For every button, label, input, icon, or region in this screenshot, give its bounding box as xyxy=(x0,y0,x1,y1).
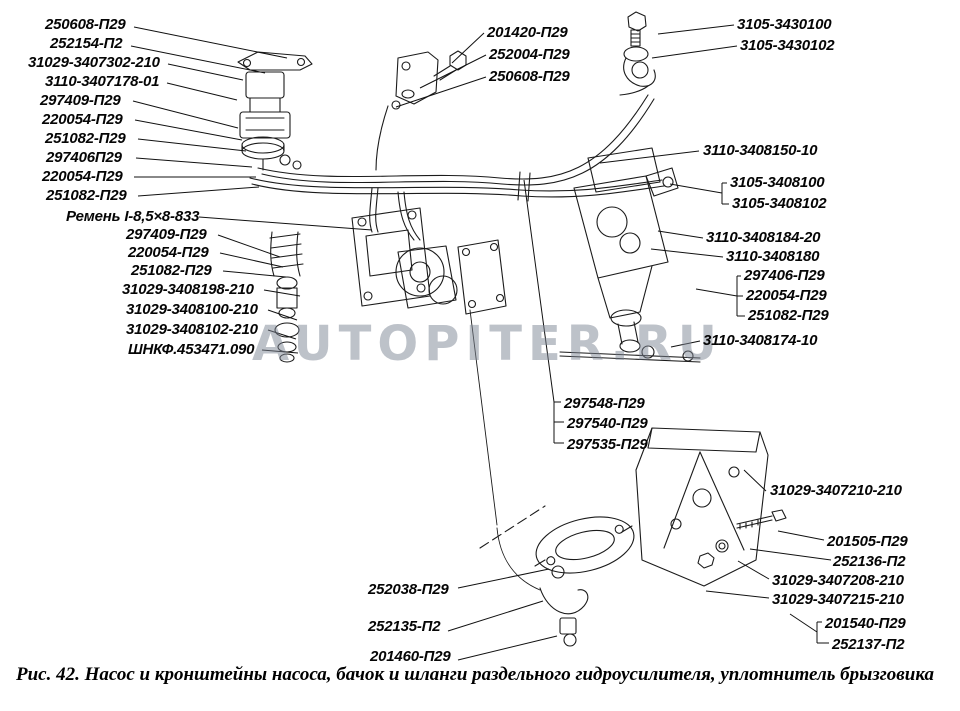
part-label: 250608-П29 xyxy=(45,16,126,33)
part-label: 3110-3407178-01 xyxy=(45,73,160,90)
part-label: 201420-П29 xyxy=(487,24,568,41)
parts-drawing xyxy=(237,11,787,647)
part-label: 251082-П29 xyxy=(46,187,127,204)
part-label: 3110-3408180 xyxy=(726,248,820,265)
part-label: 250608-П29 xyxy=(489,68,570,85)
part-label: 31029-3407208-210 xyxy=(772,572,904,589)
part-label: ШНКФ.453471.090 xyxy=(128,341,255,358)
part-label: 252136-П2 xyxy=(833,553,906,570)
part-label: 201460-П29 xyxy=(370,648,451,665)
part-label: 251082-П29 xyxy=(748,307,829,324)
part-label: 31029-3407210-210 xyxy=(770,482,902,499)
part-label: 3105-3408102 xyxy=(732,195,827,212)
part-label: 297409-П29 xyxy=(126,226,207,243)
part-label: 3110-3408174-10 xyxy=(703,332,818,349)
part-label: 3105-3408100 xyxy=(730,174,825,191)
part-label: 297535-П29 xyxy=(567,436,648,453)
watermark: AUTOPITER.RU xyxy=(252,316,723,372)
part-label: 297406-П29 xyxy=(744,267,825,284)
part-label: 297540-П29 xyxy=(567,415,648,432)
part-label: 297409-П29 xyxy=(40,92,121,109)
part-label: 3110-3408150-10 xyxy=(703,142,818,159)
part-label: 297548-П29 xyxy=(564,395,645,412)
part-label: 252154-П2 xyxy=(50,35,123,52)
part-label: 220054-П29 xyxy=(746,287,827,304)
part-label: 3110-3408184-20 xyxy=(706,229,821,246)
part-label: 201505-П29 xyxy=(827,533,908,550)
part-label: Ремень I-8,5×8-833 xyxy=(66,208,200,225)
part-label: 220054-П29 xyxy=(42,168,123,185)
part-label: 31029-3408100-210 xyxy=(126,301,258,318)
part-label: 252004-П29 xyxy=(489,46,570,63)
part-label: 220054-П29 xyxy=(42,111,123,128)
part-label: 252038-П29 xyxy=(368,581,449,598)
part-label: 251082-П29 xyxy=(45,130,126,147)
part-label: 220054-П29 xyxy=(128,244,209,261)
part-label: 252137-П2 xyxy=(832,636,905,653)
part-label: 31029-3408198-210 xyxy=(122,281,254,298)
part-label: 201540-П29 xyxy=(825,615,906,632)
figure-caption: Рис. 42. Насос и кронштейны насоса, бачо… xyxy=(16,664,934,685)
part-label: 3105-3430102 xyxy=(740,37,835,54)
part-label: 31029-3407215-210 xyxy=(772,591,904,608)
part-label: 3105-3430100 xyxy=(737,16,832,33)
leader-lines xyxy=(130,24,832,661)
part-label: 252135-П2 xyxy=(368,618,441,635)
part-label: 31029-3407302-210 xyxy=(28,54,160,71)
part-label: 297406П29 xyxy=(46,149,122,166)
part-label: 251082-П29 xyxy=(131,262,212,279)
part-label: 31029-3408102-210 xyxy=(126,321,258,338)
